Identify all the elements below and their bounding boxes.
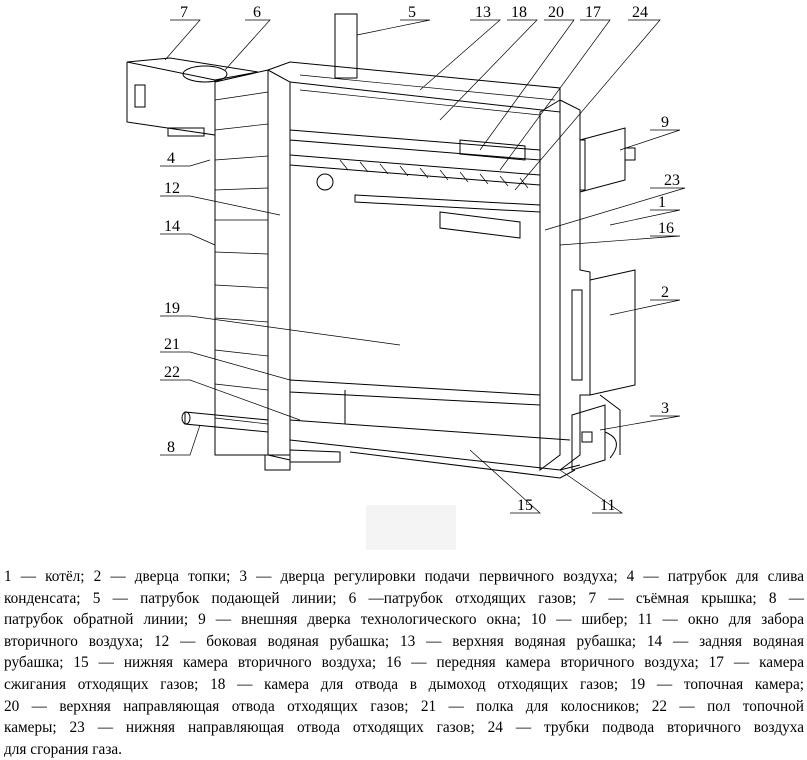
label-11: 11 [600, 497, 615, 514]
label-6: 6 [253, 4, 261, 21]
caption-line: конденсата; 5 — патрубок подающей линии;… [4, 589, 804, 607]
caption-line: рубашка; 15 — нижняя камера вторичного в… [4, 654, 804, 672]
caption-line: камеры; 23 — нижняя направляющая отвода … [4, 719, 804, 737]
boiler-cutaway-drawing: 7 6 5 13 18 20 17 24 9 4 23 12 1 14 16 2… [126, 4, 686, 514]
part-labels: 7 6 5 13 18 20 17 24 9 4 23 12 1 14 16 2… [164, 4, 680, 514]
blank-patch [366, 505, 456, 550]
label-4: 4 [167, 150, 175, 167]
label-16: 16 [658, 220, 674, 237]
caption-line: вторичного воздуха; 12 — боковая водяная… [4, 632, 804, 650]
label-8: 8 [167, 439, 175, 456]
caption-line: 20 — верхняя направляющая отвода отходящ… [4, 697, 804, 715]
label-13: 13 [475, 4, 491, 21]
label-22: 22 [164, 364, 180, 381]
label-7: 7 [180, 4, 188, 21]
label-12: 12 [164, 180, 180, 197]
label-20: 20 [548, 4, 564, 21]
label-5: 5 [408, 4, 416, 21]
caption-line: для сгорания газа. [4, 740, 122, 758]
caption-line: 1 — котёл; 2 — дверца топки; 3 — дверца … [4, 568, 804, 585]
label-9: 9 [661, 114, 669, 131]
label-3: 3 [661, 400, 669, 417]
label-21: 21 [164, 336, 180, 353]
caption-line: патрубок обратной линии; 9 — внешняя две… [4, 611, 804, 629]
label-17: 17 [585, 4, 601, 21]
label-19: 19 [164, 300, 180, 317]
label-18: 18 [511, 4, 527, 21]
label-23: 23 [664, 172, 680, 189]
label-24: 24 [632, 4, 648, 21]
figure-caption: 1 — котёл; 2 — дверца топки; 3 — дверца … [4, 566, 804, 760]
label-1: 1 [658, 194, 666, 211]
leader-lines [160, 19, 686, 514]
boiler-body [126, 13, 636, 479]
label-14: 14 [164, 218, 180, 235]
caption-line: сжигания отходящих газов; 18 — камера дл… [4, 675, 804, 693]
label-2: 2 [661, 284, 669, 301]
label-15: 15 [517, 497, 533, 514]
